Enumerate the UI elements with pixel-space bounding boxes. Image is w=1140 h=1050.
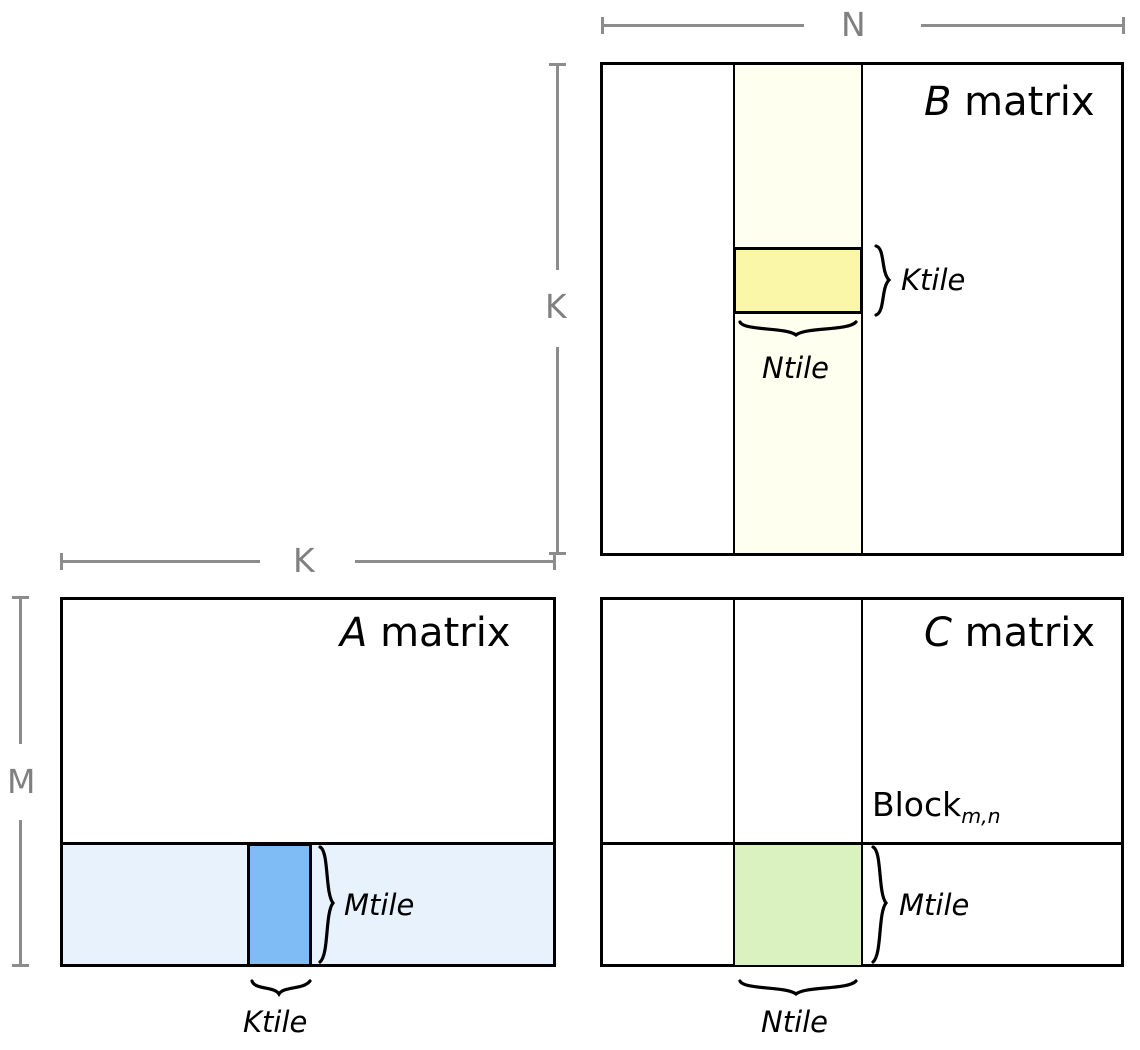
b-matrix-ntile-label: Ntile [762, 351, 830, 385]
c-matrix-title-word: matrix [951, 610, 1096, 656]
k-vertical-ruler-bottom-segment [556, 347, 559, 555]
c-matrix-mtile-brace [869, 845, 895, 965]
a-matrix-title-word: matrix [367, 610, 511, 656]
b-matrix-ktile-label: Ktile [901, 263, 966, 297]
k-horizontal-ruler-right-segment [355, 560, 556, 563]
k-horizontal-ruler-left-segment [60, 560, 260, 563]
c-matrix-ntile-brace [738, 977, 858, 1003]
m-ruler-bottom-segment [19, 820, 22, 967]
b-matrix-outline [600, 62, 1124, 556]
a-matrix-title-symbol: A [340, 610, 368, 656]
c-matrix-column-divider-right [861, 599, 863, 965]
b-matrix-ktile-tile [733, 247, 863, 314]
k-horizontal-ruler-right-cap [553, 553, 556, 570]
b-matrix-title: B matrix [924, 82, 1095, 122]
a-matrix-mtile-brace [316, 845, 342, 965]
c-matrix-title: C matrix [924, 613, 1095, 653]
k-horizontal-dimension-label: K [293, 541, 315, 580]
a-matrix-ktile-tile [247, 843, 312, 967]
c-matrix-ntile-label: Ntile [761, 1005, 829, 1039]
m-ruler-bottom-cap [12, 964, 29, 967]
k-vertical-ruler-bottom-cap [549, 552, 566, 555]
c-matrix-column-divider-left [733, 599, 735, 965]
c-matrix-title-symbol: C [924, 610, 952, 656]
k-vertical-ruler-top-segment [556, 63, 559, 270]
a-matrix-title: A matrix [340, 613, 510, 653]
b-matrix-ntile-brace [738, 318, 858, 344]
k-vertical-dimension-label: K [545, 287, 567, 326]
b-matrix-ktile-brace [872, 244, 898, 318]
b-matrix-title-word: matrix [951, 79, 1095, 125]
n-ruler-left-segment [601, 24, 804, 27]
a-matrix-ktile-brace [250, 977, 312, 1003]
a-matrix-ktile-label: Ktile [243, 1005, 308, 1039]
c-matrix-mtile-label: Mtile [899, 888, 970, 922]
b-matrix-title-symbol: B [924, 79, 952, 125]
c-matrix-block-tile [733, 843, 863, 967]
a-matrix-mtile-label: Mtile [344, 888, 415, 922]
c-matrix-block-annotation-subscript: m,n [961, 803, 1001, 828]
c-matrix-block-annotation: Blockm,n [872, 785, 1001, 826]
m-dimension-label: M [7, 762, 36, 801]
n-dimension-label: N [841, 5, 866, 44]
n-ruler-right-cap [1122, 17, 1125, 34]
m-ruler-top-segment [19, 596, 22, 744]
n-ruler-right-segment [921, 24, 1125, 27]
c-matrix-block-annotation-base: Block [872, 785, 962, 824]
